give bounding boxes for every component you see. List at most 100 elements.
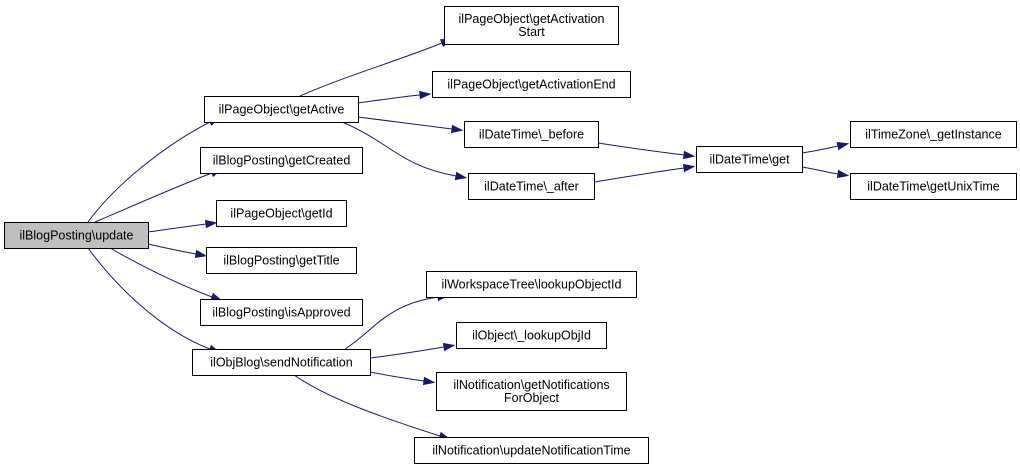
node-label: ilPageObject\getId bbox=[230, 207, 332, 221]
edge-line bbox=[293, 374, 441, 437]
edge-dtGet-to-getUnixTime bbox=[801, 166, 850, 179]
node-label: ilPageObject\getActive bbox=[219, 103, 345, 117]
node-before[interactable]: ilDateTime\_before bbox=[464, 121, 599, 148]
arrowhead-icon bbox=[836, 142, 850, 151]
edge-line bbox=[801, 145, 839, 154]
edge-line bbox=[94, 172, 213, 223]
node-getUnixTime[interactable]: ilDateTime\getUnixTime bbox=[850, 173, 1017, 200]
node-label: ilDateTime\getUnixTime bbox=[867, 180, 999, 194]
edge-line bbox=[593, 167, 685, 183]
edge-before-to-dtGet bbox=[597, 142, 696, 160]
edge-getActive-to-after bbox=[341, 121, 468, 181]
edge-line bbox=[369, 371, 425, 382]
edge-sendNotification-to-getNotificationsForObject bbox=[369, 371, 436, 386]
node-lookupObjectId[interactable]: ilWorkspaceTree\lookupObjectId bbox=[426, 271, 637, 298]
call-graph-nodes: ilBlogPosting\update ilPageObject\getActi… bbox=[4, 6, 1017, 464]
arrowhead-icon bbox=[419, 90, 432, 100]
node-getInstance[interactable]: ilTimeZone\_getInstance bbox=[850, 121, 1017, 148]
node-label: ilDateTime\get bbox=[709, 153, 790, 167]
edge-line bbox=[369, 346, 445, 359]
arrowhead-icon bbox=[450, 124, 464, 134]
node-getId[interactable]: ilPageObject\getId bbox=[216, 200, 347, 227]
node-getActive[interactable]: ilPageObject\getActive bbox=[204, 96, 359, 123]
node-label: ilBlogPosting\getTitle bbox=[223, 254, 339, 268]
node-box bbox=[414, 437, 649, 464]
node-label: ilBlogPosting\isApproved bbox=[212, 306, 350, 320]
node-box bbox=[4, 222, 149, 249]
edge-line bbox=[341, 121, 457, 177]
node-dtGet[interactable]: ilDateTime\get bbox=[696, 146, 803, 173]
node-label: ilWorkspaceTree\lookupObjectId bbox=[442, 278, 622, 292]
arrowhead-icon bbox=[194, 249, 208, 259]
edge-update-to-getTitle bbox=[147, 243, 208, 259]
edge-update-to-isApproved bbox=[109, 247, 223, 302]
arrowhead-icon bbox=[682, 163, 696, 173]
edge-sendNotification-to-lookupObjId bbox=[369, 342, 456, 359]
edge-line bbox=[357, 94, 421, 104]
node-box bbox=[206, 247, 357, 274]
edge-getActive-to-before bbox=[357, 116, 464, 134]
node-getTitle[interactable]: ilBlogPosting\getTitle bbox=[206, 247, 357, 274]
edge-line bbox=[299, 42, 443, 97]
edge-line bbox=[357, 116, 453, 130]
node-label: ilObject\_lookupObjId bbox=[472, 329, 591, 343]
edge-after-to-dtGet bbox=[593, 163, 696, 183]
arrowhead-icon bbox=[422, 376, 436, 386]
node-sendNotification[interactable]: ilObjBlog\sendNotification bbox=[192, 349, 371, 376]
edge-line bbox=[87, 247, 211, 350]
node-box bbox=[850, 121, 1017, 148]
node-label: ilNotification\updateNotificationTime bbox=[432, 444, 630, 458]
node-box bbox=[200, 147, 363, 174]
edge-sendNotification-to-updateNotificationTime bbox=[293, 374, 451, 440]
node-box bbox=[850, 173, 1017, 200]
node-label: ForObject bbox=[504, 391, 559, 405]
node-label: ilNotification\getNotifications bbox=[453, 378, 609, 392]
arrowhead-icon bbox=[836, 169, 850, 179]
edge-update-to-sendNotification bbox=[87, 247, 221, 354]
node-box bbox=[432, 71, 631, 98]
node-box bbox=[444, 6, 619, 45]
node-label: ilPageObject\getActivationEnd bbox=[447, 78, 615, 92]
edge-dtGet-to-getInstance bbox=[801, 142, 850, 154]
node-box bbox=[464, 121, 599, 148]
edge-update-to-getId bbox=[147, 219, 218, 233]
node-box bbox=[456, 322, 607, 349]
edge-getActive-to-getActivationStart bbox=[299, 38, 453, 97]
arrowhead-icon bbox=[204, 219, 218, 229]
edge-update-to-getCreated bbox=[94, 168, 223, 223]
edge-line bbox=[109, 247, 213, 298]
node-box bbox=[204, 96, 359, 123]
node-label: ilDateTime\_after bbox=[484, 180, 579, 194]
edge-line bbox=[147, 223, 207, 233]
edge-line bbox=[597, 142, 685, 156]
node-box bbox=[468, 173, 595, 200]
node-label: ilBlogPosting\update bbox=[20, 229, 134, 243]
node-label: ilDateTime\_before bbox=[479, 128, 584, 142]
node-box bbox=[192, 349, 371, 376]
node-box bbox=[426, 271, 637, 298]
arrowhead-icon bbox=[454, 171, 468, 181]
edge-getActive-to-getActivationEnd bbox=[357, 90, 432, 104]
node-update[interactable]: ilBlogPosting\update bbox=[4, 222, 149, 249]
edge-line bbox=[344, 296, 439, 350]
node-lookupObjId[interactable]: ilObject\_lookupObjId bbox=[456, 322, 607, 349]
edge-line bbox=[87, 121, 211, 223]
node-label: ilBlogPosting\getCreated bbox=[213, 154, 351, 168]
node-label: ilTimeZone\_getInstance bbox=[865, 128, 1001, 142]
node-isApproved[interactable]: ilBlogPosting\isApproved bbox=[200, 299, 363, 326]
node-label: Start bbox=[518, 25, 545, 39]
node-getCreated[interactable]: ilBlogPosting\getCreated bbox=[200, 147, 363, 174]
node-getActivationEnd[interactable]: ilPageObject\getActivationEnd bbox=[432, 71, 631, 98]
node-box bbox=[216, 200, 347, 227]
node-box bbox=[200, 299, 363, 326]
node-box bbox=[436, 372, 627, 411]
node-box bbox=[696, 146, 803, 173]
node-after[interactable]: ilDateTime\_after bbox=[468, 173, 595, 200]
edge-update-to-getActive bbox=[87, 116, 221, 223]
edge-line bbox=[147, 243, 197, 255]
edge-line bbox=[801, 166, 839, 175]
node-updateNotificationTime[interactable]: ilNotification\updateNotificationTime bbox=[414, 437, 649, 464]
